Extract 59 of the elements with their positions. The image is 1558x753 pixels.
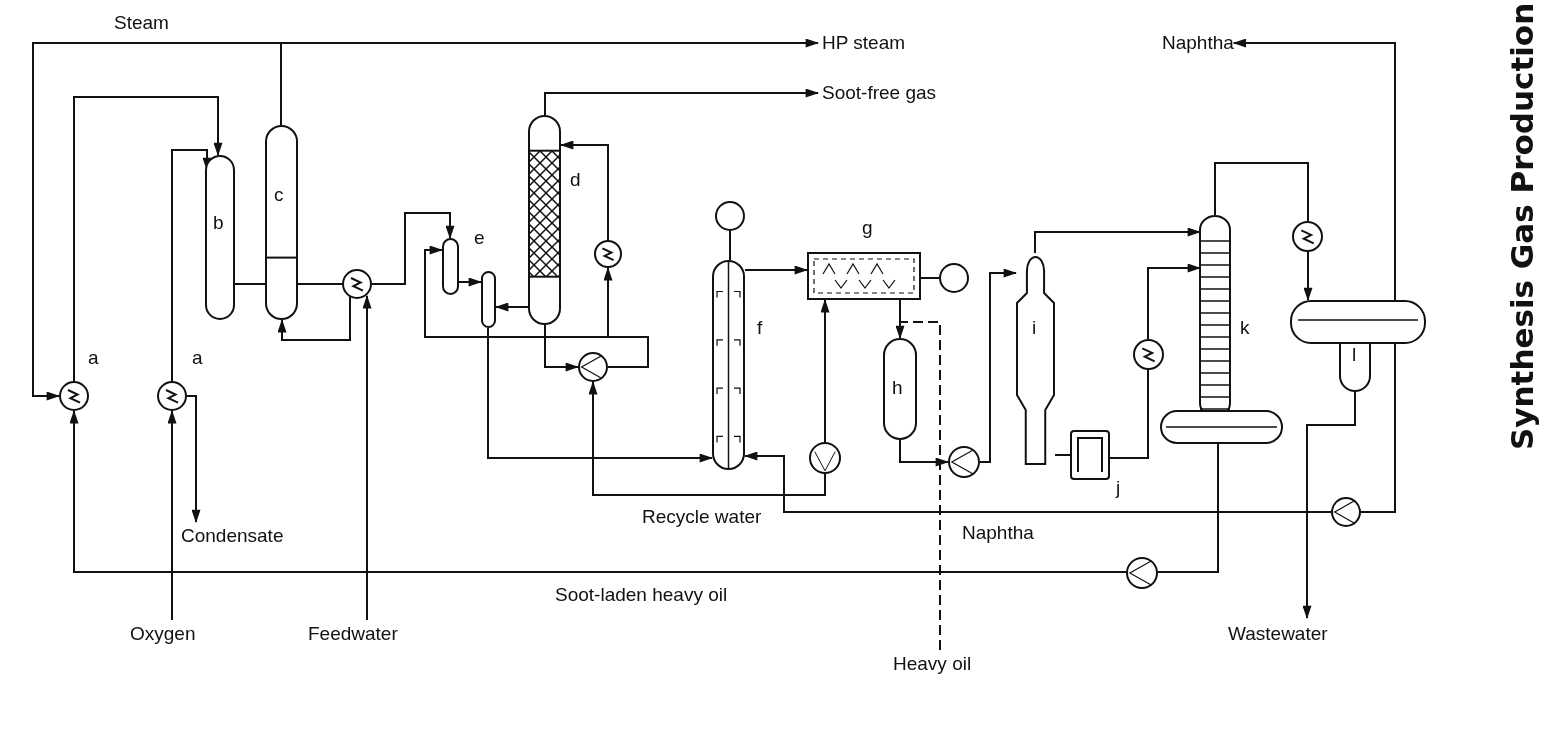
flow-line — [1109, 369, 1149, 459]
flow-line — [979, 268, 1018, 463]
flow-line — [167, 409, 177, 621]
flow-line — [171, 149, 212, 382]
flow-line — [544, 88, 820, 116]
flow-line — [73, 96, 223, 382]
equipment-letter: l — [1352, 345, 1357, 364]
flow-line — [1302, 391, 1356, 620]
equipment-letter: b — [213, 213, 224, 232]
equipment-letter: e — [474, 228, 485, 247]
flow-line — [362, 294, 372, 621]
equipment-letter: a — [88, 348, 99, 367]
flow-line — [1232, 38, 1396, 301]
flow-line — [1214, 162, 1309, 222]
flow-line — [1034, 227, 1202, 254]
equipment-letter: i — [1032, 318, 1037, 337]
flow-line — [559, 140, 609, 241]
equipment-letter: g — [862, 218, 873, 237]
flow-line — [743, 451, 1332, 513]
page-title: Synthesis Gas Production — [1507, 2, 1538, 450]
flow-line — [494, 302, 529, 312]
flow-line — [424, 245, 649, 368]
flow-line — [729, 230, 731, 261]
flow-line — [1157, 443, 1219, 573]
flow-line — [744, 265, 809, 275]
equipment-letter: k — [1240, 318, 1250, 337]
flow-line — [544, 324, 580, 372]
flow-line — [895, 321, 941, 651]
flow-line — [297, 283, 343, 285]
flow-line — [1147, 263, 1202, 340]
stream-label: Soot-free gas — [822, 83, 937, 102]
stream-label: HP steam — [822, 33, 906, 52]
flow-line — [234, 283, 266, 285]
stream-label: Condensate — [181, 526, 284, 545]
stream-label: Naphtha — [1162, 33, 1234, 52]
flow-line — [371, 212, 455, 285]
equipment-letter: a — [192, 348, 203, 367]
equipment-letter: h — [892, 378, 903, 397]
stream-label: Heavy oil — [893, 654, 972, 673]
stream-label: Feedwater — [308, 624, 398, 643]
flow-line — [458, 277, 483, 287]
equipment-letter: j — [1116, 478, 1121, 497]
equipment-letter: f — [757, 318, 763, 337]
flow-line — [487, 327, 714, 463]
flow-line — [69, 409, 1127, 573]
flow-line — [899, 439, 950, 467]
equipment-letter: d — [570, 170, 581, 189]
flow-line — [1054, 454, 1071, 456]
flow-line — [820, 298, 830, 443]
stream-label: Oxygen — [130, 624, 196, 643]
flow-line — [920, 277, 940, 279]
flow-line — [1303, 251, 1313, 302]
flow-line — [899, 299, 901, 339]
equipment-letter: c — [274, 185, 284, 204]
flow-line — [277, 296, 351, 341]
stream-label: Wastewater — [1228, 624, 1328, 643]
flow-line — [32, 42, 282, 401]
flow-line — [186, 395, 201, 524]
flow-line — [588, 380, 826, 496]
